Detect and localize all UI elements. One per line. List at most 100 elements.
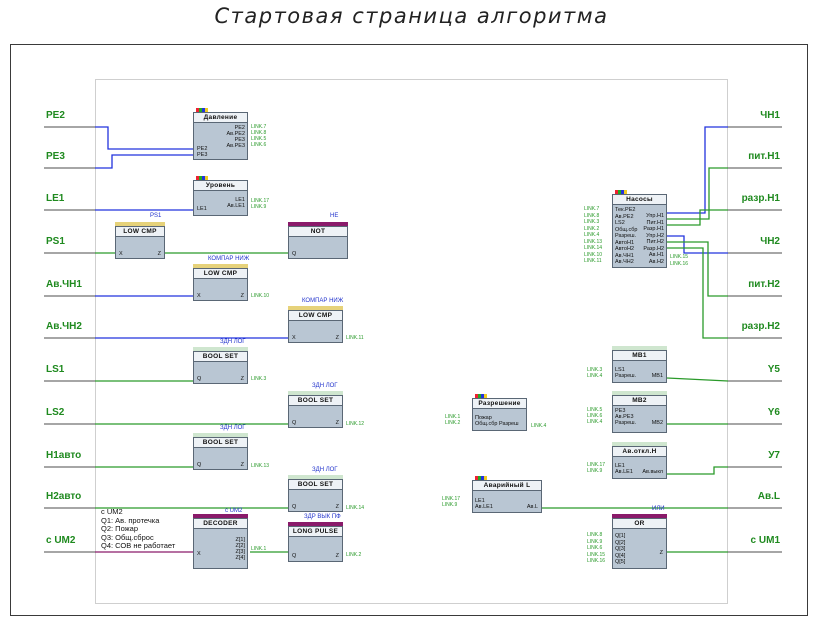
block-low-cmp-3[interactable]: LOW CMP X Z xyxy=(288,306,343,343)
pin-out: PE2 xyxy=(234,125,245,131)
pin-in: Q xyxy=(292,553,297,559)
pin-out: Z xyxy=(335,420,339,426)
link-label: LINK.9 xyxy=(587,538,603,545)
link-label: LINK.15 xyxy=(587,551,606,558)
block-caption: ЗДН ЛОГ xyxy=(220,339,246,345)
output-label-pit-n2: пит.Н2 xyxy=(748,279,780,290)
pin-in: Q xyxy=(197,462,202,468)
pin-in: X xyxy=(197,293,201,299)
pin-out: Ав.PE3 xyxy=(226,143,245,149)
link-label: LINK.14 xyxy=(584,245,603,251)
link-label: LINK.4 xyxy=(531,423,547,429)
link-label: LINK.12 xyxy=(346,421,365,427)
link-label: LINK.16 xyxy=(670,260,689,267)
pin-in: LE1 xyxy=(615,463,625,469)
output-label-razr-n1: разр.Н1 xyxy=(741,193,780,204)
block-title: MB1 xyxy=(613,351,666,361)
block-bool-set-4[interactable]: BOOL SET Q Z xyxy=(288,475,343,512)
pin-in: LE1 xyxy=(197,206,207,212)
block-davlenie[interactable]: Давление PE2 Ав.PE2 PE3 Ав.PE3 PE2 PE3 xyxy=(193,108,248,160)
link-label: LINK.17 xyxy=(442,496,461,502)
block-caption: ЗДН ЛОГ xyxy=(312,383,338,389)
block-long-pulse[interactable]: LONG PULSE Q Z xyxy=(288,522,343,562)
block-razreshenie[interactable]: Разрешение Пожар Общ.сбр Разреш xyxy=(472,394,527,431)
block-caption: НЕ xyxy=(330,213,339,219)
input-label-av-chn1: Ав.ЧН1 xyxy=(46,279,82,290)
pin-in: Q xyxy=(197,376,202,382)
block-not[interactable]: NOT Q xyxy=(288,222,348,259)
block-title: LONG PULSE xyxy=(289,527,342,537)
block-title: LOW CMP xyxy=(194,269,247,279)
link-label: LINK.15 xyxy=(670,254,689,260)
block-caption: КОМПАР НИЖ xyxy=(208,256,250,262)
link-label: LINK.8 xyxy=(251,130,267,136)
link-label: LINK.3 xyxy=(584,219,600,225)
pin-out: Ав.Н1 xyxy=(648,252,664,258)
input-label-pe2: PE2 xyxy=(46,110,65,121)
output-label-chn2: ЧН2 xyxy=(760,236,780,247)
block-bool-set-3[interactable]: BOOL SET Q Z xyxy=(193,433,248,470)
block-icon xyxy=(475,394,487,398)
pin-in: АвтоН1 xyxy=(615,239,635,246)
block-nasosy[interactable]: Насосы Тек.PE2 Ав.PE2 LS2 Общ.сбр Разреш… xyxy=(612,190,667,268)
link-label: LINK.6 xyxy=(587,545,603,551)
link-label: LINK.2 xyxy=(346,552,362,558)
link-label: LINK.6 xyxy=(251,142,267,148)
block-caption: PS1 xyxy=(150,213,162,219)
block-low-cmp-2[interactable]: LOW CMP X Z xyxy=(193,264,248,301)
pin-out: Пит.Н2 xyxy=(646,239,665,245)
block-title: Насосы xyxy=(613,195,666,205)
block-low-cmp-1[interactable]: LOW CMP X Z xyxy=(115,222,165,259)
pin-out: Упр.Н1 xyxy=(646,213,664,219)
pin-out: Z xyxy=(659,550,663,556)
pin-out: Пит.Н1 xyxy=(646,219,665,226)
link-label: LINK.14 xyxy=(346,505,365,511)
block-bool-set-1[interactable]: BOOL SET Q Z xyxy=(193,347,248,384)
block-title: Ав.откл.Н xyxy=(613,447,666,457)
block-decoder[interactable]: DECODER X Z[1] Z[2] Z[3] Z[4] xyxy=(193,514,248,569)
output-label-y7: У7 xyxy=(768,450,780,461)
block-title: BOOL SET xyxy=(194,438,247,448)
pin-out: Z xyxy=(240,293,244,299)
block-avariyniy-l[interactable]: Аварийный L LE1 Ав.LE1 Ав.L xyxy=(472,476,542,513)
link-label: LINK.8 xyxy=(587,532,603,538)
block-title: DECODER xyxy=(194,519,247,529)
block-caption: ЗДН ЛОГ xyxy=(220,425,246,431)
pin-in: Общ.сбр xyxy=(615,226,638,233)
pin-in: Q[4] xyxy=(615,552,626,559)
block-caption: c UM2 xyxy=(225,508,243,514)
input-label-ps1: PS1 xyxy=(46,236,65,247)
link-label: LINK.9 xyxy=(251,204,267,210)
block-uroven[interactable]: Уровень LE1 Ав.LE1 LE1 xyxy=(193,176,248,216)
input-label-le1: LE1 xyxy=(46,193,65,204)
pin-in: Q xyxy=(292,504,297,510)
pin-out: Z xyxy=(335,504,339,510)
output-label-c-um1: c UM1 xyxy=(750,535,780,546)
block-bool-set-2[interactable]: BOOL SET Q Z xyxy=(288,391,343,428)
link-label: LINK.3 xyxy=(587,367,603,373)
block-caption: ЗДН ЛОГ xyxy=(312,467,338,473)
block-av-otkl-n[interactable]: Ав.откл.Н LE1 Ав.LE1 Ав.выкл xyxy=(612,442,667,479)
pin-in: Ав.LE1 xyxy=(475,504,493,510)
block-mb1[interactable]: MB1 LS1 Разреш. MB1 xyxy=(612,346,667,383)
input-label-ls2: LS2 xyxy=(46,407,65,418)
pin-in: Q[3] xyxy=(615,546,626,552)
block-mb2[interactable]: MB2 PE3 Ав.PE3 Разреш. MB2 xyxy=(612,391,667,433)
pin-out: LE1 xyxy=(235,197,245,203)
link-label: LINK.2 xyxy=(445,420,461,426)
pin-in: Разреш. xyxy=(615,420,637,426)
pin-out: MB2 xyxy=(651,420,663,426)
pin-out: PE3 xyxy=(234,137,245,143)
block-or[interactable]: OR Q[1] Q[2] Q[3] Q[4] Q[5] Z xyxy=(612,514,667,569)
block-title: LOW CMP xyxy=(116,227,164,237)
input-label-h1avto: H1авто xyxy=(46,450,82,461)
pin-out: Ав.LE1 xyxy=(227,203,245,209)
input-label-av-chn2: Ав.ЧН2 xyxy=(46,321,82,332)
input-label-h2avto: H2авто xyxy=(46,491,82,502)
link-label: LINK.17 xyxy=(251,198,270,204)
pin-in: LS2 xyxy=(615,220,625,226)
link-label: LINK.10 xyxy=(584,251,603,258)
pin-out: Z[4] xyxy=(235,555,245,561)
link-label: LINK.7 xyxy=(584,206,600,212)
